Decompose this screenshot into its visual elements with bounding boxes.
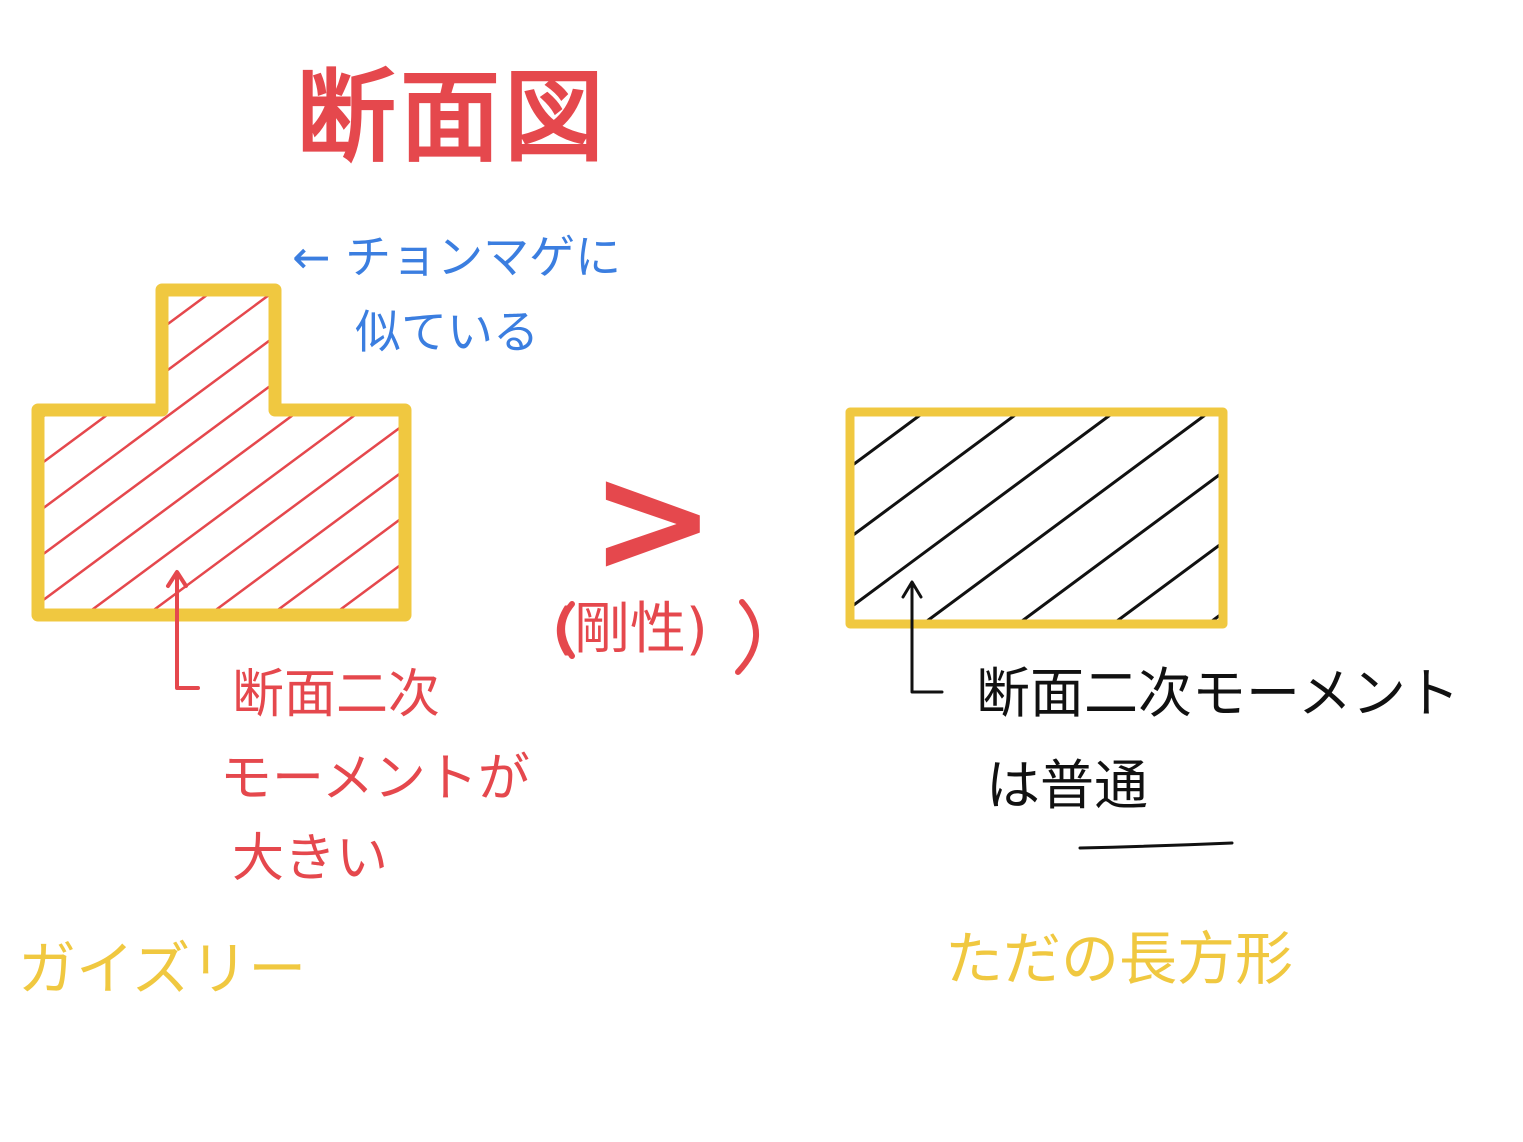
left-figure-outline [31,283,412,622]
left-top-annotation-line-2: 似ている [355,305,539,359]
comparison-symbol: > [590,433,716,607]
right-shape-name: ただの長方形 [945,925,1294,993]
right-figure-outline [845,407,1228,629]
right-hatch-line [1206,611,1223,624]
right-hatch-line [921,412,1211,624]
right-annotation-line-1: 断面二次モーメント [976,662,1460,725]
left-shape-name: ガイズリー [18,935,307,1003]
left-bottom-annotation-line-1: 断面二次 [232,665,441,725]
left-hatch-line [38,290,339,615]
right-annotation-line-2: は普通 [986,754,1148,817]
caption-right-paren [735,599,759,675]
right-hatch-line [850,412,1021,540]
left-hatch-line [38,290,153,615]
left-hatch-line [207,290,405,615]
left-hatch-line [38,290,401,615]
caption-left-paren [559,601,575,659]
comparison-caption: (剛性) [552,597,708,662]
left-top-annotation-line-1: ← チョンマゲに [292,230,622,284]
right-hatch-line [1111,540,1223,624]
right-figure-hatching [850,412,1223,624]
page-title: 断面図 [296,59,608,176]
left-hatch-line [269,290,405,615]
right-hatch-line [850,412,926,469]
right-annotation-arrow [901,580,944,694]
left-hatch-line [145,290,405,615]
left-bottom-annotation-line-3: 大きい [232,829,389,889]
left-hatch-line [83,290,405,615]
left-bottom-annotation-line-2: モーメントが [220,749,530,809]
left-hatch-line [38,290,277,615]
right-annotation-underline [1078,841,1234,850]
right-hatch-line [850,412,1116,610]
left-annotation-arrow [166,570,200,690]
right-hatch-line [1016,470,1223,624]
